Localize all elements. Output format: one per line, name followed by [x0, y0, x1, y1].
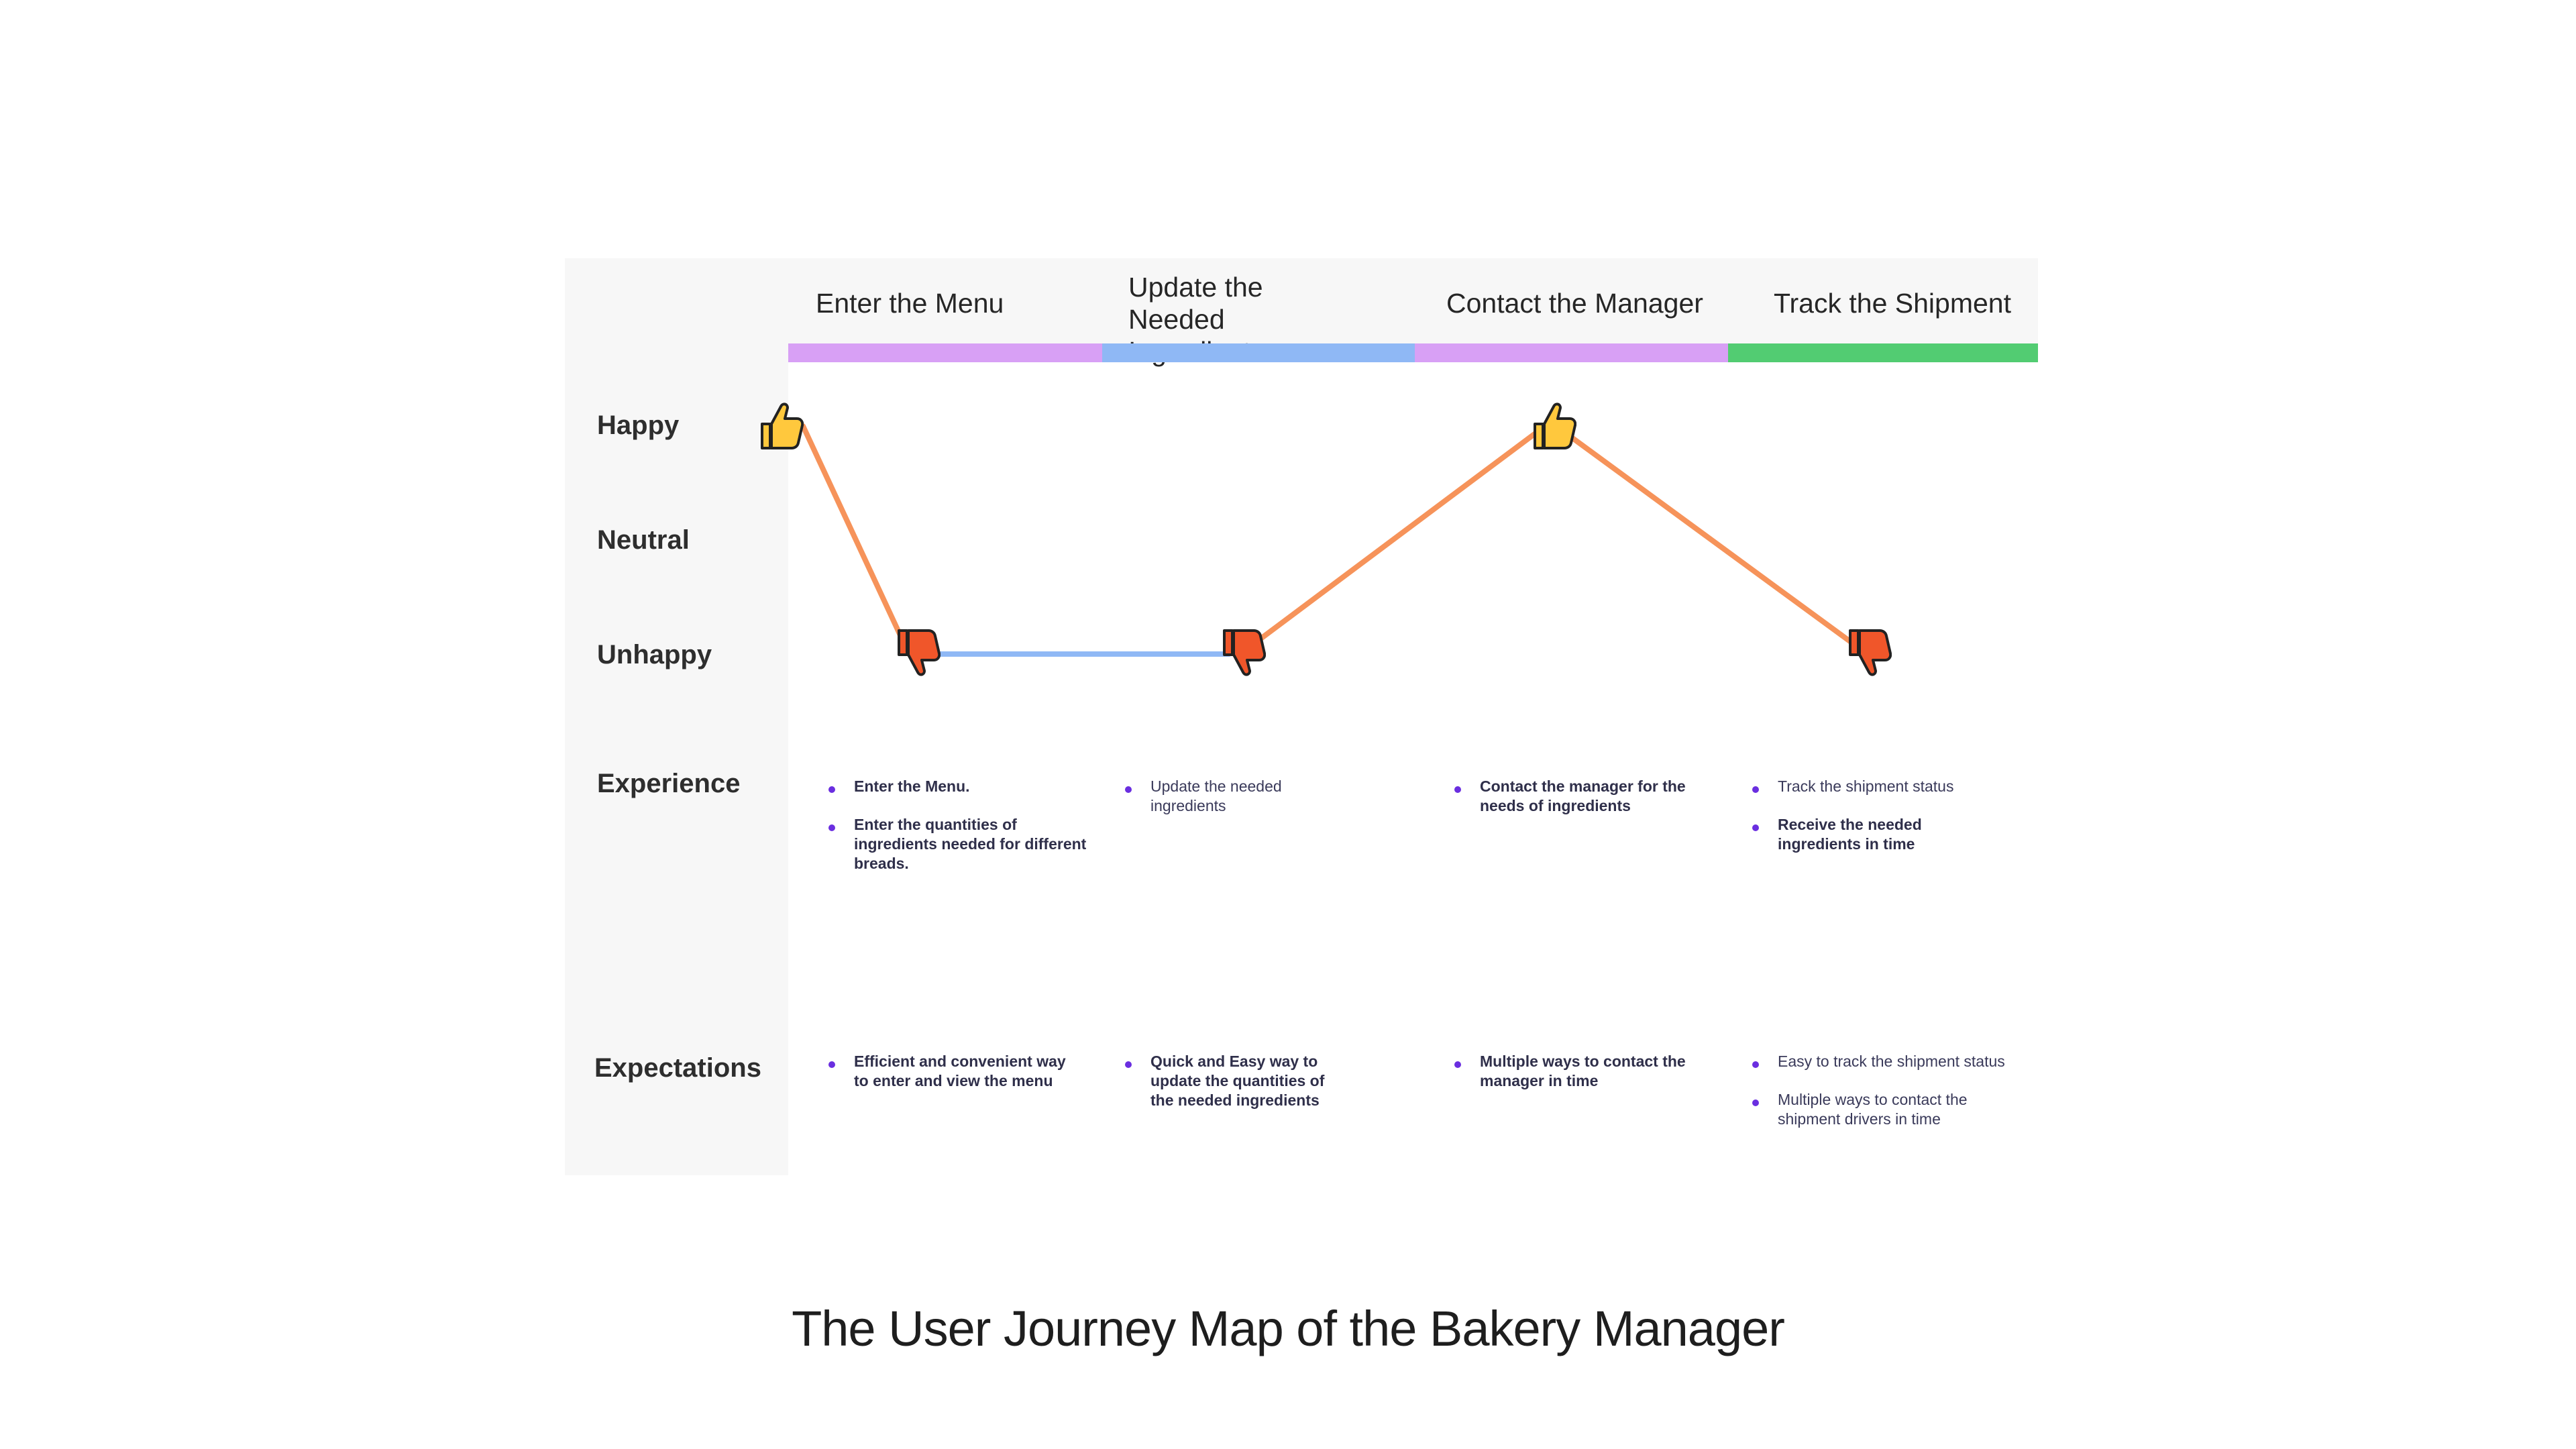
- list-item: Enter the Menu.: [828, 777, 1102, 796]
- stage-bar-enter-menu: [788, 343, 1102, 362]
- stage-bar-track-shipment: [1728, 343, 2038, 362]
- stage-bar-contact-manager: [1415, 343, 1728, 362]
- emotion-curve-segment: [1567, 433, 1861, 650]
- row-label-unhappy: Unhappy: [597, 640, 712, 669]
- expectations-list-update-ingredients: Quick and Easy way to update the quantit…: [1125, 1052, 1352, 1129]
- stage-bar-update-ingredients: [1102, 343, 1415, 362]
- bullet-icon: [828, 1061, 835, 1068]
- emotion-curve-segment: [800, 423, 912, 657]
- list-item: Easy to track the shipment status: [1752, 1052, 2006, 1071]
- list-item: Multiple ways to contact the manager in …: [1454, 1052, 1688, 1091]
- bullet-icon: [1752, 1061, 1759, 1068]
- experience-list-contact-manager: Contact the manager for the needs of ing…: [1454, 777, 1688, 835]
- bullet-icon: [1125, 786, 1132, 793]
- row-label-experience: Experience: [597, 769, 741, 798]
- list-item: Receive the needed ingredients in time: [1752, 815, 2006, 854]
- list-item: Quick and Easy way to update the quantit…: [1125, 1052, 1352, 1110]
- experience-list-track-shipment: Track the shipment status Receive the ne…: [1752, 777, 2006, 873]
- bullet-icon: [1752, 786, 1759, 793]
- bullet-icon: [1125, 1061, 1132, 1068]
- thumbs-up-icon: [1528, 397, 1576, 453]
- stage-title-contact-manager: Contact the Manager: [1446, 288, 1703, 319]
- stage-header-strip: [788, 258, 2038, 344]
- map-caption: The User Journey Map of the Bakery Manag…: [792, 1301, 1785, 1356]
- list-item: Track the shipment status: [1752, 777, 2006, 796]
- experience-list-enter-menu: Enter the Menu. Enter the quantities of …: [828, 777, 1102, 892]
- bullet-icon: [828, 786, 835, 793]
- expectations-list-enter-menu: Efficient and convenient way to enter an…: [828, 1052, 1082, 1110]
- expectations-list-track-shipment: Easy to track the shipment status Multip…: [1752, 1052, 2006, 1148]
- row-label-happy: Happy: [597, 411, 680, 440]
- emotion-curve-segment: [1246, 420, 1552, 650]
- stage-title-track-shipment: Track the Shipment: [1774, 288, 2011, 319]
- row-label-panel: [565, 258, 788, 1175]
- list-item: Enter the quantities of ingredients need…: [828, 815, 1102, 873]
- expectations-list-contact-manager: Multiple ways to contact the manager in …: [1454, 1052, 1688, 1110]
- stage-title-enter-menu: Enter the Menu: [816, 288, 1004, 319]
- bullet-icon: [1454, 786, 1461, 793]
- row-label-neutral: Neutral: [597, 525, 690, 555]
- row-label-expectations: Expectations: [594, 1053, 761, 1083]
- thumbs-up-icon: [755, 397, 804, 453]
- thumbs-down-icon: [1843, 625, 1892, 682]
- bullet-icon: [1752, 1099, 1759, 1106]
- bullet-icon: [828, 824, 835, 831]
- thumbs-down-icon: [1218, 625, 1266, 682]
- list-item: Efficient and convenient way to enter an…: [828, 1052, 1082, 1091]
- bullet-icon: [1752, 824, 1759, 831]
- list-item: Multiple ways to contact the shipment dr…: [1752, 1090, 2006, 1129]
- list-item: Contact the manager for the needs of ing…: [1454, 777, 1688, 816]
- experience-list-update-ingredients: Update the needed ingredients: [1125, 777, 1352, 835]
- list-item: Update the needed ingredients: [1125, 777, 1352, 816]
- thumbs-down-icon: [892, 625, 941, 682]
- bullet-icon: [1454, 1061, 1461, 1068]
